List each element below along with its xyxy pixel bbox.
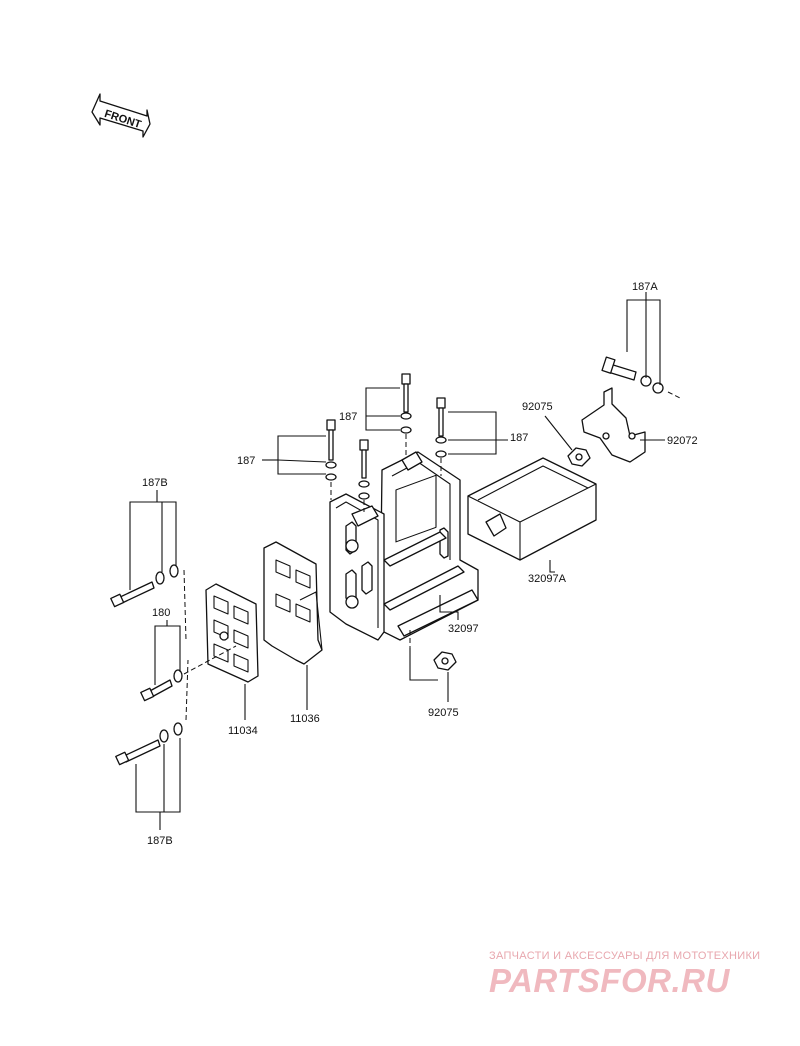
bolt-187-center-left — [358, 439, 370, 500]
leader-92075-bottom — [409, 648, 438, 681]
label-187b-top: 187B — [142, 477, 168, 489]
bolt-187b-bottom — [115, 722, 183, 766]
nut-92075-top — [567, 447, 591, 467]
label-32097: 32097 — [448, 623, 479, 635]
leader-187-right — [448, 411, 508, 455]
leader-187b-bottom — [135, 659, 189, 830]
leader-92075-top — [544, 415, 573, 451]
bracket-92072 — [581, 387, 646, 463]
label-92075-top: 92075 — [522, 401, 553, 413]
front-arrow-icon: FRONT — [91, 93, 151, 138]
label-32097a: 32097A — [528, 573, 567, 585]
label-187a: 187A — [632, 281, 658, 293]
leader-180 — [154, 620, 237, 685]
leader-187b-top — [129, 490, 187, 641]
label-92072: 92072 — [667, 435, 698, 447]
label-187-mid: 187 — [339, 411, 357, 423]
bolt-180 — [140, 669, 183, 702]
bolt-187a — [601, 356, 664, 394]
label-11034: 11034 — [228, 725, 258, 737]
bolt-187-right — [435, 397, 447, 458]
label-187-left: 187 — [237, 455, 255, 467]
label-180: 180 — [152, 607, 170, 619]
watermark-tagline: ЗАПЧАСТИ И АКСЕССУАРЫ ДЛЯ МОТОТЕХНИКИ — [489, 950, 761, 962]
case-32097a — [467, 457, 597, 561]
leader-32097 — [439, 595, 459, 620]
bolt-187-left — [325, 419, 337, 481]
leader-187-left — [262, 435, 327, 475]
leader-187a — [626, 292, 681, 399]
frame-32097 — [329, 451, 479, 641]
nut-92075-bottom — [433, 651, 457, 671]
bolt-187b-top — [110, 564, 179, 608]
watermark-logo: PARTSFOR.RU — [489, 962, 730, 999]
plate-11034 — [205, 583, 259, 683]
plate-11036 — [263, 541, 323, 665]
label-11036: 11036 — [290, 713, 320, 725]
label-187b-bottom: 187B — [147, 835, 173, 847]
label-187-right: 187 — [510, 432, 528, 444]
leader-32097a — [549, 560, 555, 573]
bolt-187-mid — [400, 373, 412, 434]
leader-187-mid — [365, 387, 400, 431]
label-92075-bottom: 92075 — [428, 707, 459, 719]
